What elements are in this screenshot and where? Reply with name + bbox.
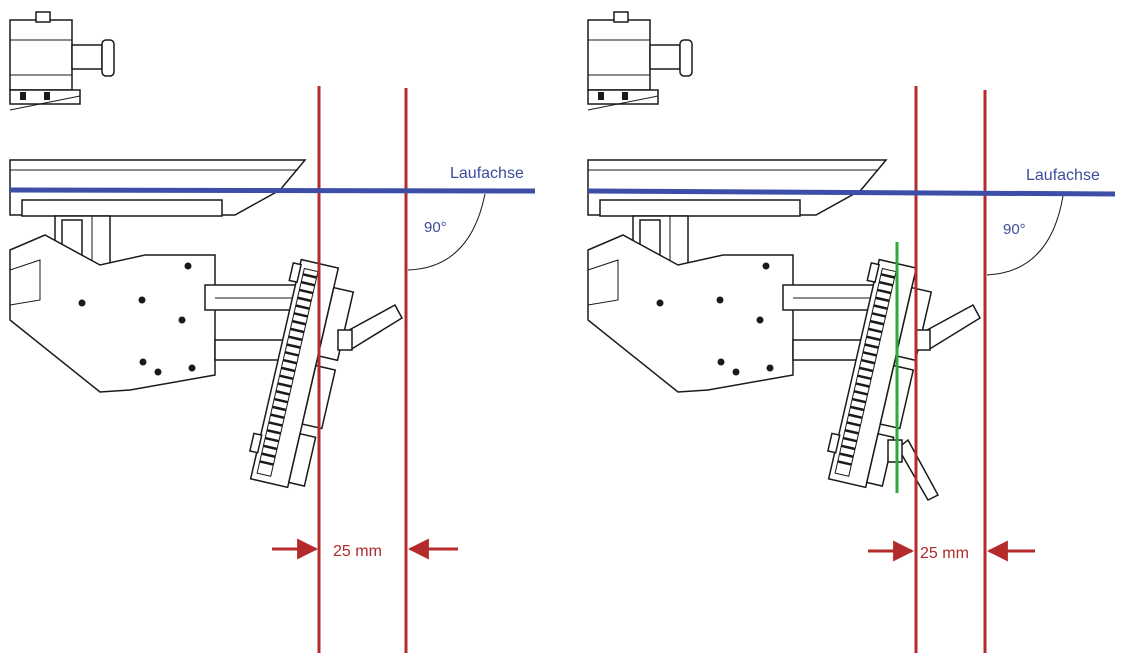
motor-unit-right <box>587 11 693 111</box>
axis-label-right: Laufachse <box>1026 167 1100 184</box>
gear-assembly-left <box>248 258 355 489</box>
clamp-right-upper <box>915 303 981 352</box>
base-plate-left <box>9 159 307 217</box>
angle-label-right: 90° <box>1003 221 1026 238</box>
dimension-label-left: 25 mm <box>333 543 382 560</box>
gear-assembly-right <box>826 258 933 489</box>
dimension-label-right: 25 mm <box>920 545 969 562</box>
motor-unit-left <box>9 11 115 111</box>
dimension-left: 25 mm <box>272 538 458 560</box>
angle-label-left: 90° <box>424 219 447 236</box>
dimension-right: 25 mm <box>868 540 1035 562</box>
arm-bracket-right <box>587 234 794 393</box>
gear-teeth-right <box>834 267 897 477</box>
panel-right <box>587 11 981 501</box>
base-plate-right <box>587 159 888 217</box>
panel-left <box>9 11 403 489</box>
blue-axis-left <box>9 187 536 194</box>
gear-teeth-left <box>256 267 319 477</box>
blue-axis-right <box>587 188 1116 197</box>
angle-arc-left <box>407 193 486 271</box>
clamp-left <box>337 303 403 352</box>
angle-arc-right <box>986 195 1064 276</box>
axis-label-left: Laufachse <box>450 165 524 182</box>
arm-bracket-left <box>9 234 216 393</box>
